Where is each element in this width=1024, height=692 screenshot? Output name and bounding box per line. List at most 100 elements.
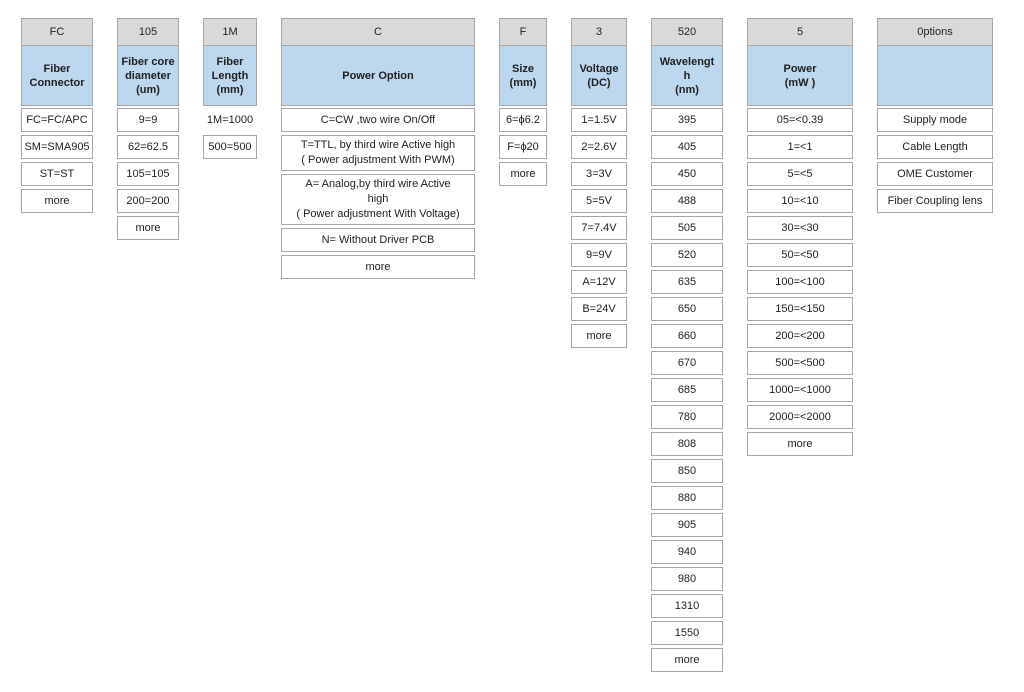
column-category-header [877, 46, 993, 106]
option-cell: 500=<500 [747, 351, 853, 375]
option-cell: 1M=1000 [206, 113, 254, 126]
option-cell: 200=<200 [747, 324, 853, 348]
column-code-header: 5 [747, 18, 853, 46]
column-code-header: 520 [651, 18, 723, 46]
option-cell: more [651, 648, 723, 672]
option-cell: 850 [651, 459, 723, 483]
option-cell: ST=ST [21, 162, 93, 186]
option-cell: more [499, 162, 547, 186]
option-cell: 1=<1 [747, 135, 853, 159]
option-cell: Supply mode [877, 108, 993, 132]
option-cell: 1550 [651, 621, 723, 645]
column-code-header: 3 [571, 18, 627, 46]
option-cell: 488 [651, 189, 723, 213]
option-cell: 405 [651, 135, 723, 159]
option-cell: 9=9V [571, 243, 627, 267]
option-cell: more [117, 216, 179, 240]
option-cell: B=24V [571, 297, 627, 321]
option-cell: 980 [651, 567, 723, 591]
column-category-header: Size (mm) [499, 46, 547, 106]
option-cell: 05=<0.39 [747, 108, 853, 132]
option-cell: 5=<5 [747, 162, 853, 186]
option-cell: 880 [651, 486, 723, 510]
option-cell: Fiber Coupling lens [877, 189, 993, 213]
column-options-list: 395 405 450 488 505 520 635 650 660 670 685 780 808 8… [651, 108, 723, 675]
option-cell: 670 [651, 351, 723, 375]
option-cell: A=12V [571, 270, 627, 294]
option-cell: 150=<150 [747, 297, 853, 321]
option-cell: 30=<30 [747, 216, 853, 240]
column-category-header: Power (mW ) [747, 46, 853, 106]
column-category-header: Wavelengt h (nm) [651, 46, 723, 106]
column-code-header: C [281, 18, 475, 46]
option-cell: F=ϕ20 [499, 135, 547, 159]
column-options-list: 9=9 62=62.5 105=105 200=200 more [117, 108, 179, 243]
option-cell: 50=<50 [747, 243, 853, 267]
option-cell: 650 [651, 297, 723, 321]
option-column-105: 105 Fiber core diameter (um) 9=9 62=62.5 1… [117, 18, 179, 243]
option-column-5: 5 Power (mW ) 05=<0.39 1=<1 5=<5 10=<10 30=<… [747, 18, 853, 459]
option-cell: 780 [651, 405, 723, 429]
option-column-1M: 1M Fiber Length (mm) 1M=1000 500=500 [203, 18, 257, 162]
option-cell: 2000=<2000 [747, 405, 853, 429]
option-cell: 520 [651, 243, 723, 267]
option-cell: 500=500 [203, 135, 257, 159]
option-cell: 7=7.4V [571, 216, 627, 240]
option-cell: 105=105 [117, 162, 179, 186]
option-cell: 635 [651, 270, 723, 294]
option-cell: 1310 [651, 594, 723, 618]
option-cell: 685 [651, 378, 723, 402]
option-cell: 905 [651, 513, 723, 537]
column-category-header: Fiber Length (mm) [203, 46, 257, 106]
option-cell: 395 [651, 108, 723, 132]
column-options-list: 05=<0.39 1=<1 5=<5 10=<10 30=<30 50=<50 100=<1… [747, 108, 853, 459]
column-options-list: 1M=1000 500=500 [203, 108, 257, 162]
option-cell: 9=9 [117, 108, 179, 132]
option-cell: 505 [651, 216, 723, 240]
option-cell: 200=200 [117, 189, 179, 213]
option-cell: 940 [651, 540, 723, 564]
option-cell: 1=1.5V [571, 108, 627, 132]
option-cell: 808 [651, 432, 723, 456]
option-cell: T=TTL, by third wire Active high ( Power… [281, 135, 475, 171]
option-cell: more [21, 189, 93, 213]
option-cell: OME Customer [877, 162, 993, 186]
option-cell: more [747, 432, 853, 456]
option-column-520: 520 Wavelengt h (nm) 395 405 450 488 505 520 6… [651, 18, 723, 675]
column-category-header: Voltage (DC) [571, 46, 627, 106]
column-code-header: F [499, 18, 547, 46]
column-category-header: Fiber core diameter (um) [117, 46, 179, 106]
option-cell: 62=62.5 [117, 135, 179, 159]
option-cell: more [571, 324, 627, 348]
option-cell: 2=2.6V [571, 135, 627, 159]
column-category-header: Fiber Connector [21, 46, 93, 106]
option-cell: more [281, 255, 475, 279]
option-cell: 100=<100 [747, 270, 853, 294]
column-code-header: FC [21, 18, 93, 46]
column-code-header: 0ptions [877, 18, 993, 46]
column-code-header: 105 [117, 18, 179, 46]
option-cell: Cable Length [877, 135, 993, 159]
option-cell: 6=ϕ6.2 [499, 108, 547, 132]
option-cell: 660 [651, 324, 723, 348]
option-cell: 3=3V [571, 162, 627, 186]
option-cell: 10=<10 [747, 189, 853, 213]
option-cell: SM=SMA905 [21, 135, 93, 159]
option-cell: 1000=<1000 [747, 378, 853, 402]
column-category-header: Power Option [281, 46, 475, 106]
option-cell: A= Analog,by third wire Active high ( Po… [281, 174, 475, 225]
option-cell: FC=FC/APC [21, 108, 93, 132]
option-cell: 450 [651, 162, 723, 186]
column-code-header: 1M [203, 18, 257, 46]
